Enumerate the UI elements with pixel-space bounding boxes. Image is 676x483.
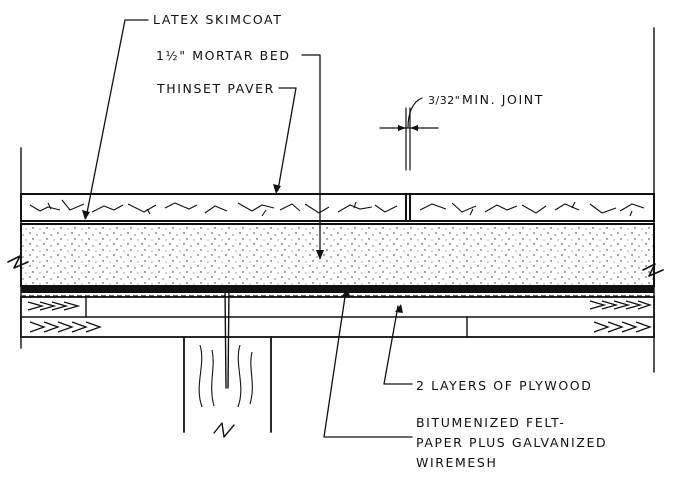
plywood-grain-right <box>589 300 653 333</box>
label-felt-paper-line1: BITUMENIZED FELT- <box>416 415 565 430</box>
joint-dimension <box>379 97 439 171</box>
label-min-joint: MIN. JOINT <box>462 92 544 107</box>
floor-joist <box>183 336 272 438</box>
label-felt-paper-line2: PAPER PLUS GALVANIZED <box>416 435 607 450</box>
label-latex-skimcoat: LATEX SKIMCOAT <box>153 12 282 27</box>
left-break-symbol <box>7 255 29 269</box>
nail <box>218 288 236 389</box>
plywood-layers <box>20 296 655 338</box>
joist-break-symbol <box>213 422 235 438</box>
label-plywood: 2 LAYERS OF PLYWOOD <box>416 378 592 393</box>
plywood-grain-left <box>27 301 102 333</box>
label-felt-paper-line3: WIREMESH <box>416 455 497 470</box>
paver-tiles <box>20 193 655 222</box>
right-break-symbol <box>642 263 664 277</box>
label-mortar-bed: 1½" MORTAR BED <box>156 48 291 63</box>
paver-texture <box>29 199 645 217</box>
label-joint-fraction: 3/32" <box>428 94 460 107</box>
leader-arrowheads <box>82 184 403 313</box>
felt-paper-wiremesh <box>21 287 654 297</box>
leader-lines <box>85 19 413 438</box>
label-thinset-paver: THINSET PAVER <box>156 81 275 96</box>
mortar-bed <box>20 223 655 287</box>
